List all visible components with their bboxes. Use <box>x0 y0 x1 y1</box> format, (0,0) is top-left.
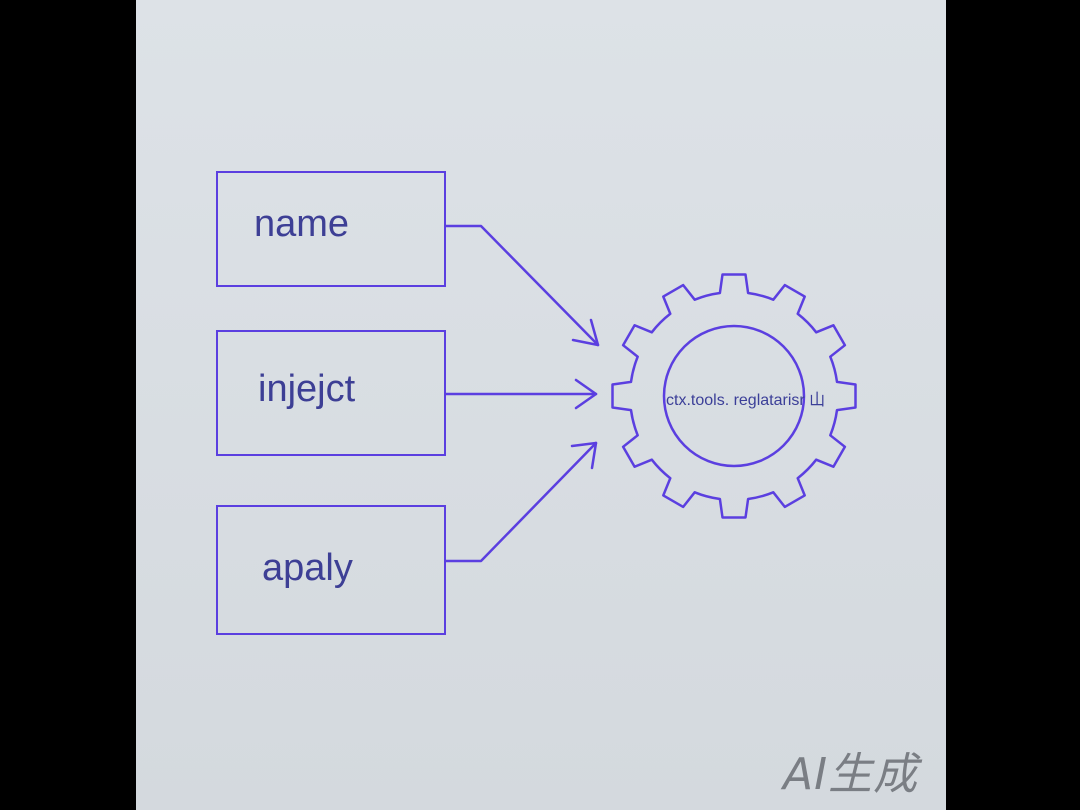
input-label-name: name <box>254 203 350 245</box>
diagram-graphics <box>444 224 857 563</box>
input-label-inject: injejct <box>258 368 356 410</box>
arrow-apply-to-gear <box>444 441 598 563</box>
input-box-apply: apaly <box>216 505 446 635</box>
input-box-inject: injejct <box>216 330 446 456</box>
diagram-panel: name injejct apaly <box>136 0 946 810</box>
input-label-apply: apaly <box>262 547 353 589</box>
arrow-name-to-gear <box>444 224 600 347</box>
arrow-inject-to-gear <box>444 378 598 410</box>
input-box-name: name <box>216 171 446 287</box>
gear-icon <box>611 273 857 519</box>
gear-label: ctx.tools. reglatarisr 山 <box>666 392 826 409</box>
ai-generated-watermark: AI生成 <box>783 749 919 800</box>
gear-inner-ring <box>662 324 806 468</box>
